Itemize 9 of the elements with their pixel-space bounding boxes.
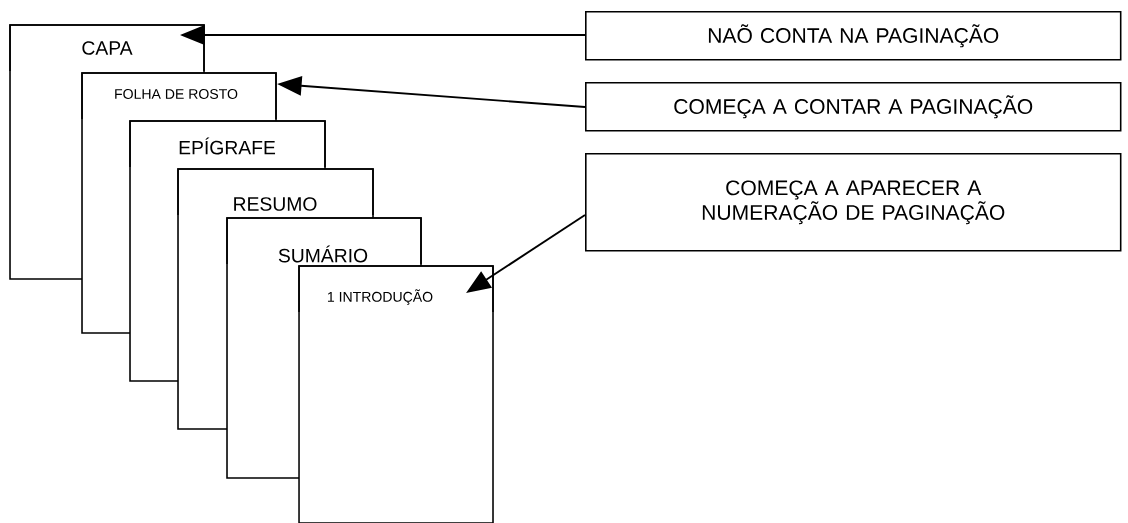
page-header: EPÍGRAFE: [129, 120, 326, 168]
note-box: NAÕ CONTA NA PAGINAÇÃO: [585, 11, 1122, 61]
page-header: 1 INTRODUÇÃO: [298, 265, 494, 313]
page-header: SUMÁRIO: [226, 217, 422, 265]
note-box: COMEÇA A CONTAR A PAGINAÇÃO: [585, 82, 1122, 132]
note-box: COMEÇA A APARECER A NUMERAÇÃO DE PAGINAÇÃO: [585, 153, 1122, 252]
page-header: RESUMO: [177, 168, 374, 216]
page-header: FOLHA DE ROSTO: [81, 72, 277, 120]
page-header: CAPA: [9, 24, 205, 72]
